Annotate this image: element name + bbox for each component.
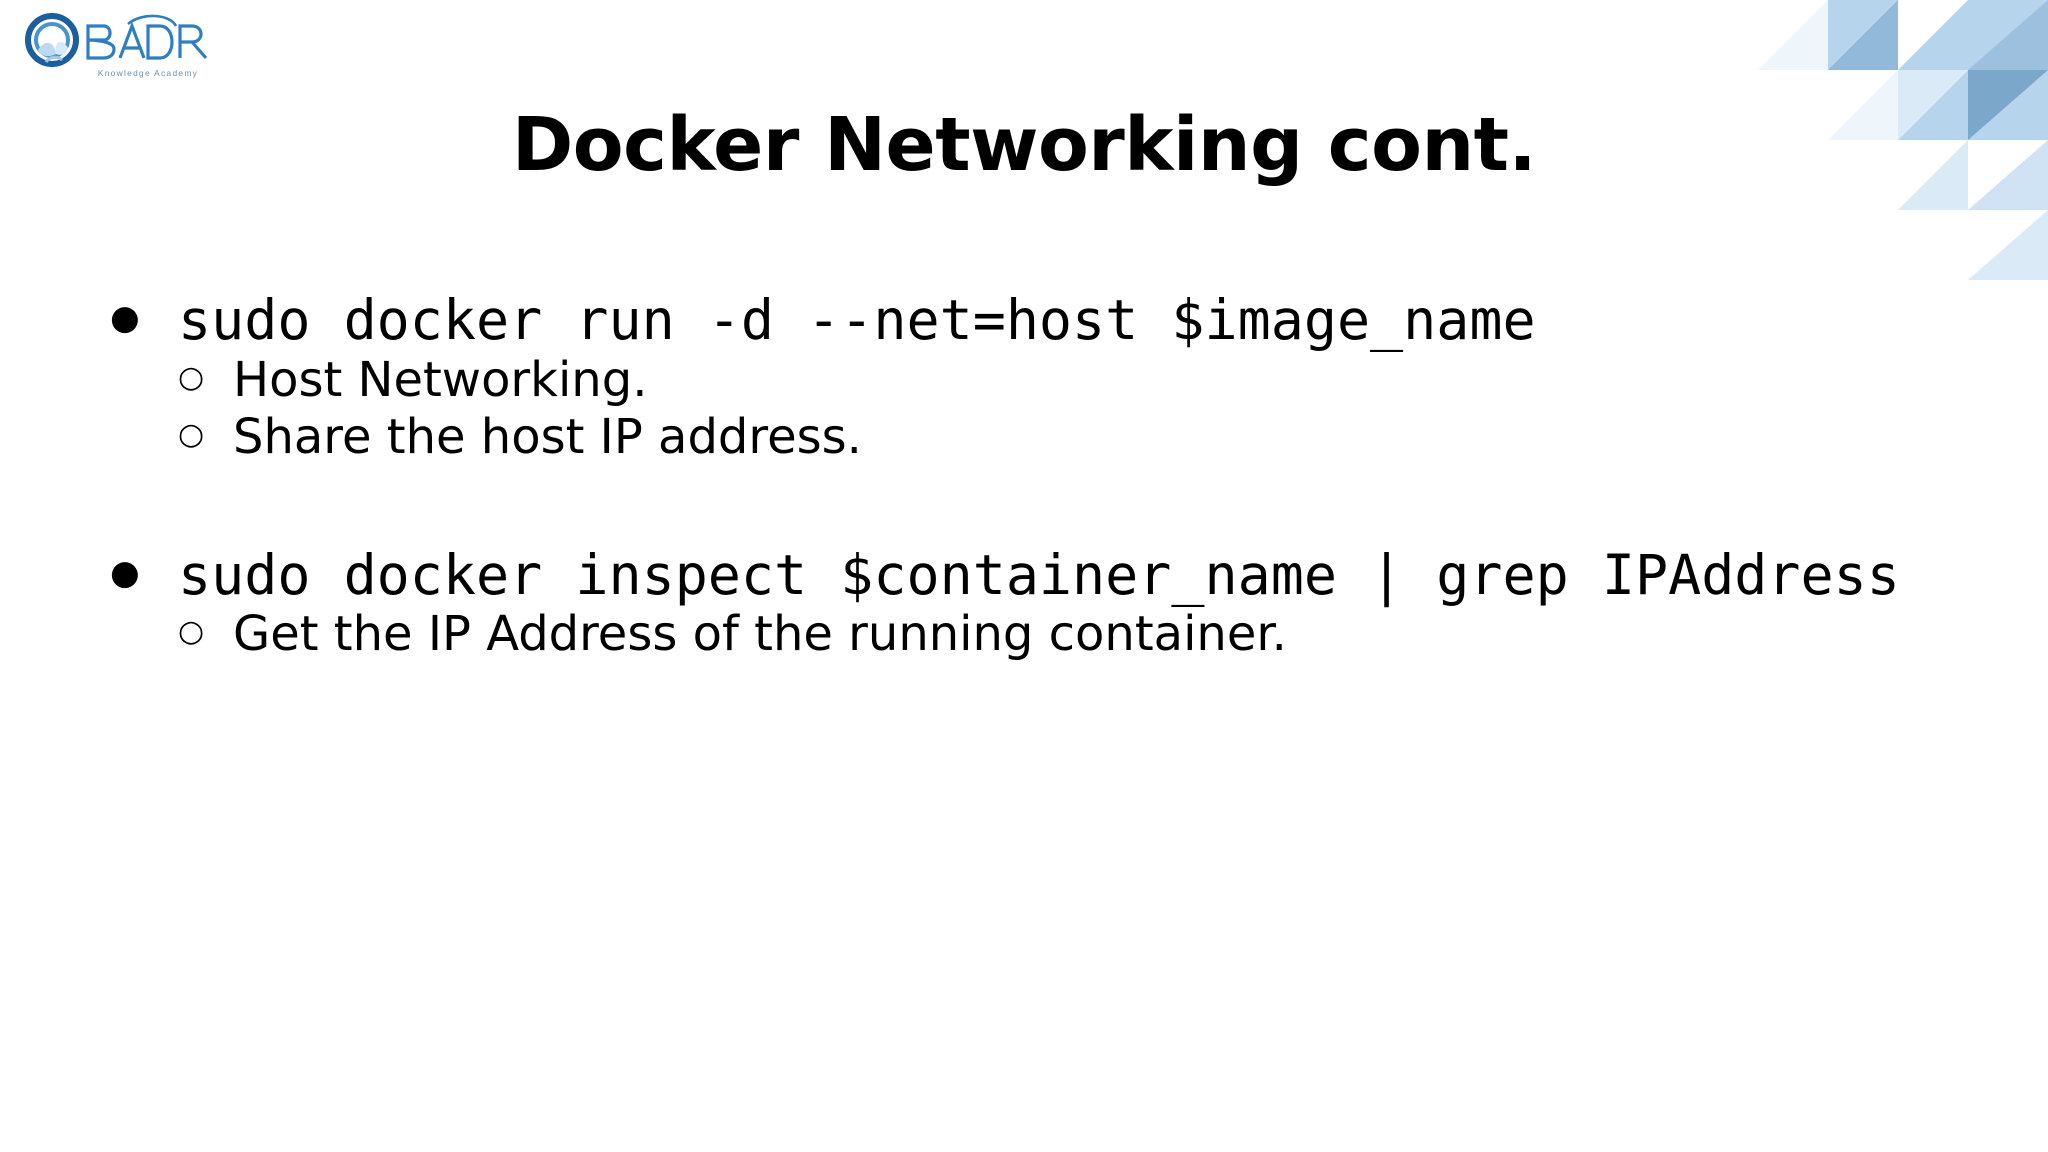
disc-bullet-icon: ● (110, 552, 140, 593)
command-text: sudo docker run -d --net=host $image_nam… (178, 288, 1536, 352)
note-bullet: ○ Share the host IP address. (178, 409, 1980, 467)
circle-bullet-icon: ○ (178, 614, 205, 650)
bullet-group: ● sudo docker inspect $container_name | … (110, 542, 1980, 664)
command-bullet: ● sudo docker inspect $container_name | … (110, 542, 1980, 607)
note-bullet: ○ Host Networking. (178, 352, 1980, 410)
disc-bullet-icon: ● (110, 298, 140, 338)
badr-circular-leaf-logo (25, 13, 79, 67)
note-bullet: ○ Get the IP Address of the running cont… (178, 606, 1980, 664)
command-text: sudo docker inspect $container_name | gr… (178, 542, 1900, 607)
logo-tagline: Knowledge Academy (98, 68, 198, 78)
slide-body: ● sudo docker run -d --net=host $image_n… (110, 288, 1980, 664)
page-title: Docker Networking cont. (511, 102, 1537, 188)
note-text: Get the IP Address of the running contai… (233, 606, 1287, 663)
note-text: Host Networking. (233, 351, 648, 408)
badr-logo[interactable]: Knowledge Academy (24, 10, 209, 86)
block-spacer (110, 467, 1980, 545)
command-bullet: ● sudo docker run -d --net=host $image_n… (110, 288, 1980, 352)
note-text: Share the host IP address. (233, 409, 862, 466)
circle-bullet-icon: ○ (178, 417, 205, 453)
circle-bullet-icon: ○ (178, 359, 205, 395)
bullet-group: ● sudo docker run -d --net=host $image_n… (110, 288, 1980, 467)
